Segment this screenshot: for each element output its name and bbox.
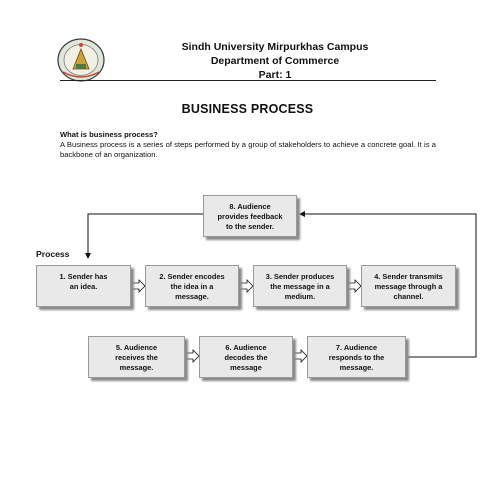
feedback-connector (85, 213, 203, 259)
process-label: Process (36, 249, 70, 259)
block-arrow-6-7 (292, 349, 308, 363)
university-name: Sindh University Mirpurkhas Campus (181, 41, 369, 53)
block-arrow-5-6 (184, 349, 200, 363)
block-arrow-2-3 (238, 279, 254, 293)
block-arrow-3-4 (346, 279, 362, 293)
header-rule (60, 80, 436, 81)
page-title: BUSINESS PROCESS (181, 102, 314, 116)
part-label: Part: 1 (258, 69, 292, 81)
block-arrow-1-2 (130, 279, 146, 293)
definition-paragraph: A Business process is a series of steps … (60, 140, 436, 159)
question-heading: What is business process? (60, 130, 158, 139)
response-connector (299, 211, 477, 358)
department-name: Department of Commerce (210, 55, 340, 67)
university-logo (55, 36, 107, 84)
